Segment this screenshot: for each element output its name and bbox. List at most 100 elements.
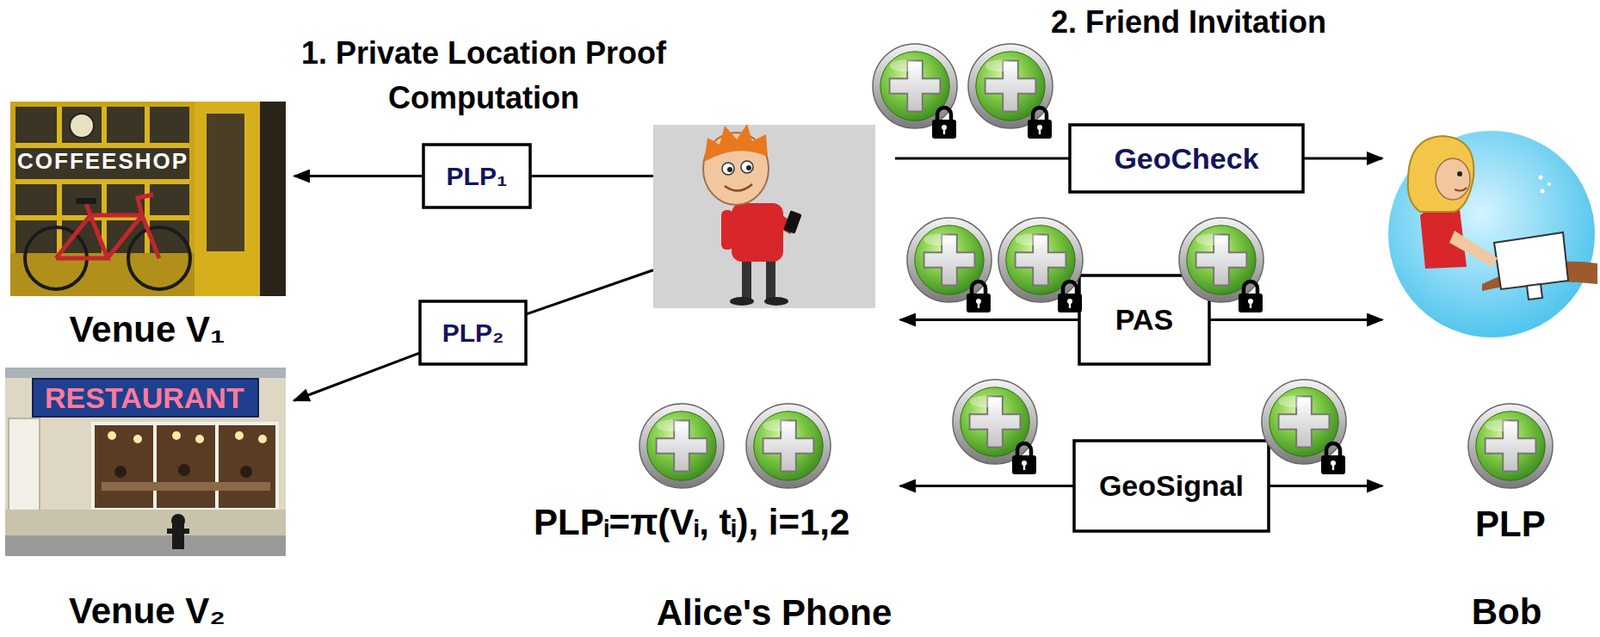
figure-caption: Alice's Phone xyxy=(656,591,893,635)
counter xyxy=(101,481,271,491)
venue-photo: Venue V₁ xyxy=(5,101,290,352)
padlock xyxy=(1057,281,1082,313)
protocol-box: GeoSignal xyxy=(1074,440,1269,532)
neon-sign-board xyxy=(32,378,259,417)
locked-coin xyxy=(872,43,958,129)
sidewalk xyxy=(5,535,286,556)
box-outline xyxy=(1069,124,1304,192)
pupil xyxy=(727,166,733,173)
connector-arrow xyxy=(900,484,1075,488)
connector-arrow xyxy=(294,352,421,401)
pupil xyxy=(746,165,752,171)
window-mullion xyxy=(15,179,190,185)
eye xyxy=(722,162,735,175)
doorway xyxy=(259,101,286,297)
box-title: GeoCheck xyxy=(1113,141,1259,177)
sparkle xyxy=(1547,182,1551,186)
arm xyxy=(1449,230,1498,267)
phone-user: Alice's Phone xyxy=(653,124,896,635)
lamp xyxy=(172,431,181,440)
locked-coin xyxy=(968,43,1053,129)
fire-hydrant xyxy=(166,528,190,534)
restaurant-photo xyxy=(5,367,286,556)
avatar-circle xyxy=(1388,130,1595,338)
smile xyxy=(724,184,753,192)
lamp xyxy=(133,434,143,444)
hair xyxy=(704,123,768,162)
shop-sign-text: COFFEESHOP xyxy=(17,148,189,175)
restaurant-facade xyxy=(5,367,286,556)
sparkle xyxy=(1538,175,1544,180)
window-mullion xyxy=(15,142,190,149)
locked-coin xyxy=(1261,379,1347,464)
padlock xyxy=(1238,281,1263,313)
arm xyxy=(721,210,734,250)
locked-coin xyxy=(952,379,1038,464)
locked-coin xyxy=(1179,217,1264,303)
window-mullion xyxy=(144,106,150,143)
box-title: PAS xyxy=(1115,302,1174,338)
lamp xyxy=(107,431,117,440)
proof-coin xyxy=(746,403,831,489)
photo-ground xyxy=(653,124,876,309)
protocol-box: PAS xyxy=(1079,275,1210,365)
restaurant-window xyxy=(92,423,278,510)
connector-arrow xyxy=(900,318,1080,322)
box-outline xyxy=(423,144,531,208)
connector-arrow xyxy=(1303,157,1383,161)
connector-arrow xyxy=(895,157,1070,161)
window-mullion xyxy=(56,184,62,254)
coins xyxy=(639,43,1553,489)
eye xyxy=(741,160,754,173)
box-title: PLP₂ xyxy=(442,317,505,349)
shop-facade xyxy=(10,101,286,297)
face xyxy=(1435,158,1471,200)
box-title: GeoSignal xyxy=(1099,468,1244,504)
coffee-shop-photo xyxy=(10,101,286,297)
sky-strip xyxy=(5,367,286,378)
friend-avatar: Bob xyxy=(1387,127,1600,634)
diner xyxy=(240,465,253,478)
shirt xyxy=(731,203,784,262)
leg xyxy=(766,256,776,300)
proof-box: PLP₂ xyxy=(420,301,526,365)
proof-coin xyxy=(639,403,724,489)
bicycle-seat xyxy=(75,197,97,204)
proof-coin xyxy=(1468,403,1553,489)
window-frame xyxy=(153,423,157,510)
padlock xyxy=(1321,443,1346,475)
shoe xyxy=(729,296,754,306)
diner xyxy=(114,465,127,478)
window-mullion xyxy=(56,106,62,143)
padlock xyxy=(1027,107,1052,139)
connector-arrow xyxy=(1268,484,1383,488)
illustrations xyxy=(5,43,1598,556)
bicycle-seatpost xyxy=(86,203,91,216)
protocol-box: GeoCheck xyxy=(1069,124,1304,192)
hair xyxy=(1408,135,1475,212)
bicycle-handlebar xyxy=(137,194,154,216)
shoe xyxy=(764,296,789,306)
bicycle-frame xyxy=(55,215,160,259)
padlock xyxy=(1012,443,1037,475)
lamp xyxy=(195,434,204,444)
window-mullion xyxy=(101,106,107,143)
step-heading: 2. Friend Invitation xyxy=(1050,3,1327,41)
diner xyxy=(178,463,191,476)
locked-coin xyxy=(907,217,992,303)
window-frame xyxy=(215,423,219,510)
mouth xyxy=(1454,187,1467,192)
box-outline-layer xyxy=(420,124,1304,532)
locked-coin xyxy=(998,217,1083,303)
eye xyxy=(1457,171,1463,177)
formula: PLPᵢ=π(Vᵢ, tᵢ), i=1,2 xyxy=(533,500,850,544)
shop-clock xyxy=(69,113,94,138)
shop-sign-text: RESTAURANT xyxy=(44,380,245,416)
connector-arrow xyxy=(530,174,654,178)
door-window xyxy=(206,113,245,252)
padlock xyxy=(966,281,991,313)
coin-label: PLP xyxy=(1475,502,1546,546)
connector-arrow xyxy=(1209,318,1383,322)
box-outline xyxy=(1074,440,1269,532)
bicycle-frame xyxy=(107,215,143,259)
